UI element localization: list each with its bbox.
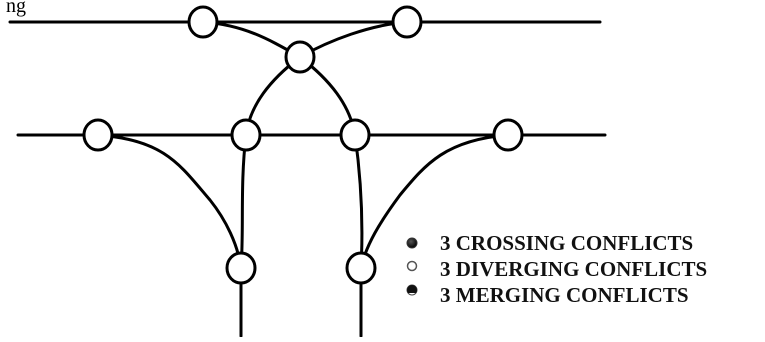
caption-fragment: ng — [6, 0, 26, 17]
conflict-node-bottom-right — [345, 251, 377, 285]
conflict-node-far-right — [492, 118, 524, 152]
connector-upper-right — [298, 20, 409, 59]
conflict-node-far-left — [82, 118, 114, 152]
leg-right-upper — [353, 133, 364, 270]
merging-conflict-marker-fill — [407, 285, 417, 293]
legend: 3 CROSSING CONFLICTS 3 DIVERGING CONFLIC… — [406, 231, 707, 307]
conflict-node-mid-left — [230, 118, 262, 152]
conflict-node-bottom-left — [225, 251, 257, 285]
leg-left-upper — [239, 133, 248, 270]
conflict-node-top-left — [187, 5, 219, 39]
conflict-node-mid-right — [339, 118, 371, 152]
crossing-conflict-marker-icon — [406, 237, 418, 249]
diverging-conflict-marker-icon — [406, 260, 418, 272]
conflict-node-center — [284, 40, 316, 74]
ramp-left — [96, 133, 243, 270]
ramp-right — [359, 133, 510, 270]
legend-label-crossing: 3 CROSSING CONFLICTS — [440, 231, 693, 255]
legend-label-merging: 3 MERGING CONFLICTS — [440, 283, 689, 307]
legend-label-diverging: 3 DIVERGING CONFLICTS — [440, 257, 707, 281]
conflict-node-top-right — [391, 5, 423, 39]
